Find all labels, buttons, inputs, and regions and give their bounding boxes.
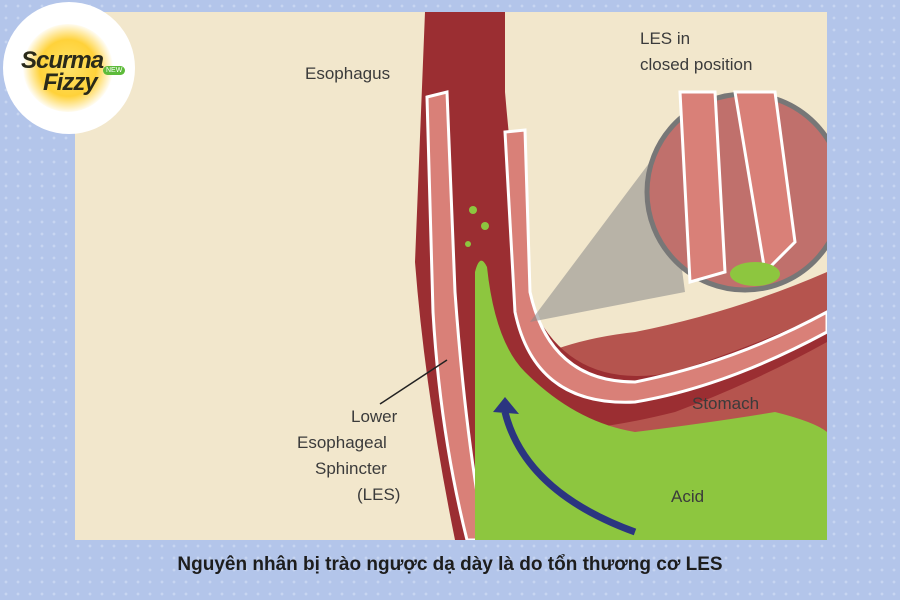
label-les-2: Esophageal — [297, 433, 387, 452]
les-muscle-left — [425, 90, 487, 540]
label-les-1: Lower — [351, 407, 398, 426]
esophagus-diagram: Esophagus LES in closed position Lower E… — [75, 12, 827, 540]
les-pointer — [379, 359, 448, 405]
les-muscle-right — [503, 128, 827, 404]
magnified-les-inset — [644, 91, 827, 293]
label-les-3: Sphincter — [315, 459, 387, 478]
label-les-closed-1: LES in — [640, 29, 691, 48]
reflux-arrow — [501, 411, 637, 536]
image-caption: Nguyên nhân bị trào ngược dạ dày là do t… — [177, 554, 723, 575]
label-les-closed-2: closed position — [640, 55, 753, 74]
label-stomach: Stomach — [692, 394, 760, 413]
label-les-4: (LES) — [357, 485, 401, 504]
acid-fluid — [475, 260, 827, 540]
anatomy-illustration — [379, 12, 827, 540]
label-acid: Acid — [671, 487, 705, 506]
label-esophagus: Esophagus — [305, 64, 391, 83]
